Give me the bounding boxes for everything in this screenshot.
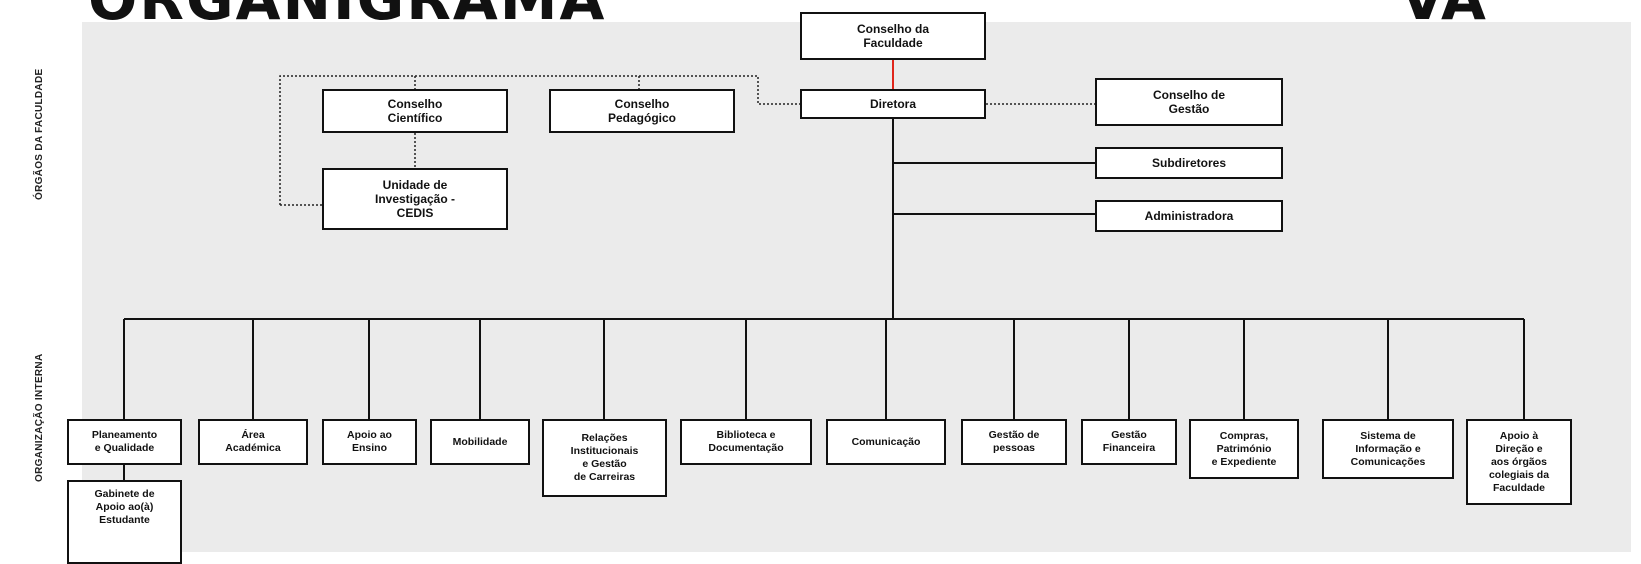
page-title: ORGANIGRAMA xyxy=(88,0,606,28)
box-conselho-cientifico: Conselho Científico xyxy=(322,89,508,133)
dept-mobilidade: Mobilidade xyxy=(430,419,530,465)
dept-apoio-ensino: Apoio ao Ensino xyxy=(322,419,417,465)
dept-gestao-financeira: Gestão Financeira xyxy=(1081,419,1177,465)
box-conselho-faculdade: Conselho da Faculdade xyxy=(800,12,986,60)
dept-area-academica: Área Académica xyxy=(198,419,308,465)
dept-gestao-pessoas: Gestão de pessoas xyxy=(961,419,1067,465)
dept-biblioteca-documentacao: Biblioteca e Documentação xyxy=(680,419,812,465)
box-administradora: Administradora xyxy=(1095,200,1283,232)
box-conselho-gestao: Conselho de Gestão xyxy=(1095,78,1283,126)
dept-sistema-informacao: Sistema de Informação e Comunicações xyxy=(1322,419,1454,479)
dept-planeamento-qualidade: Planeamento e Qualidade xyxy=(67,419,182,465)
box-diretora: Diretora xyxy=(800,89,986,119)
box-gabinete-apoio-estudante: Gabinete de Apoio ao(à) Estudante xyxy=(67,480,182,564)
logo: VA xyxy=(1400,0,1486,28)
box-unidade-investigacao: Unidade de Investigação - CEDIS xyxy=(322,168,508,230)
dept-apoio-direcao: Apoio à Direção e aos órgãos colegiais d… xyxy=(1466,419,1572,505)
box-subdiretores: Subdiretores xyxy=(1095,147,1283,179)
dept-comunicacao: Comunicação xyxy=(826,419,946,465)
box-conselho-pedagogico: Conselho Pedagógico xyxy=(549,89,735,133)
dept-compras-patrimonio: Compras, Património e Expediente xyxy=(1189,419,1299,479)
dept-relacoes-institucionais: Relações Institucionais e Gestão de Carr… xyxy=(542,419,667,497)
